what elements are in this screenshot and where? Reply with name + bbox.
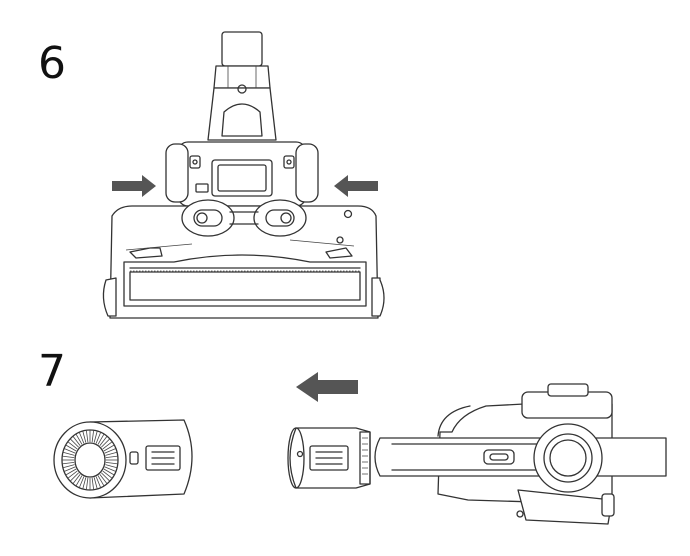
filter-pleat [91, 430, 95, 443]
push-arrow-icon-left [112, 175, 156, 197]
filter-pleat [101, 438, 111, 448]
filter-pleat [75, 433, 83, 445]
filter-pleat [93, 477, 98, 490]
filter-cylinder [53, 419, 193, 499]
filter-pleat [105, 464, 118, 469]
filter-pleat [69, 472, 79, 482]
filter-pleat [78, 432, 85, 444]
brush-head-body [102, 199, 385, 319]
filter-pleat [75, 475, 83, 487]
filter-pleat [103, 444, 115, 452]
filter-pleat [103, 468, 115, 476]
filter-pleat [67, 441, 78, 450]
step-7-number: 7 [38, 346, 66, 397]
filter-pleat [62, 464, 75, 469]
filter-pleat [104, 466, 117, 472]
filter-pleat [72, 435, 81, 446]
filter-pleat [85, 430, 89, 443]
filter-cartridge [287, 427, 371, 489]
filter-pleat [72, 474, 81, 485]
filter-pleat [97, 475, 105, 487]
filter-pleat [93, 430, 98, 443]
filter-pleat [95, 476, 102, 488]
vacuum-main-body [374, 383, 667, 525]
filter-pleat [91, 477, 95, 490]
filter-pleat [69, 438, 79, 448]
filter-pleat [102, 441, 113, 450]
brush-neck [207, 31, 277, 141]
filter-pleat [62, 461, 75, 465]
filter-pleat [102, 470, 113, 479]
filter-pleat [63, 448, 76, 454]
filter-pleat [78, 476, 85, 488]
filter-pleat [105, 461, 118, 465]
filter-pleat [101, 472, 111, 482]
filter-pleat [85, 477, 89, 490]
floor-brush-assembly [102, 31, 385, 319]
filter-pleat [95, 432, 102, 444]
filter-pleat [65, 444, 77, 452]
filter-pleat [97, 433, 105, 445]
filter-pleat [105, 455, 118, 459]
push-arrow-icon-right [334, 175, 378, 197]
filter-pleat [65, 468, 77, 476]
filter-pleat [82, 430, 87, 443]
filter-pleat [62, 455, 75, 459]
filter-pleat [63, 466, 76, 472]
filter-pleat [105, 451, 118, 456]
filter-pleat [99, 474, 108, 485]
filter-pleat [104, 448, 117, 454]
brush-housing [165, 141, 319, 207]
filter-pleat [67, 470, 78, 479]
slide-arrow-icon [296, 372, 358, 402]
filter-pleat [99, 435, 108, 446]
filter-pleat [62, 451, 75, 456]
step-6-number: 6 [38, 38, 66, 89]
filter-pleat [82, 477, 87, 490]
